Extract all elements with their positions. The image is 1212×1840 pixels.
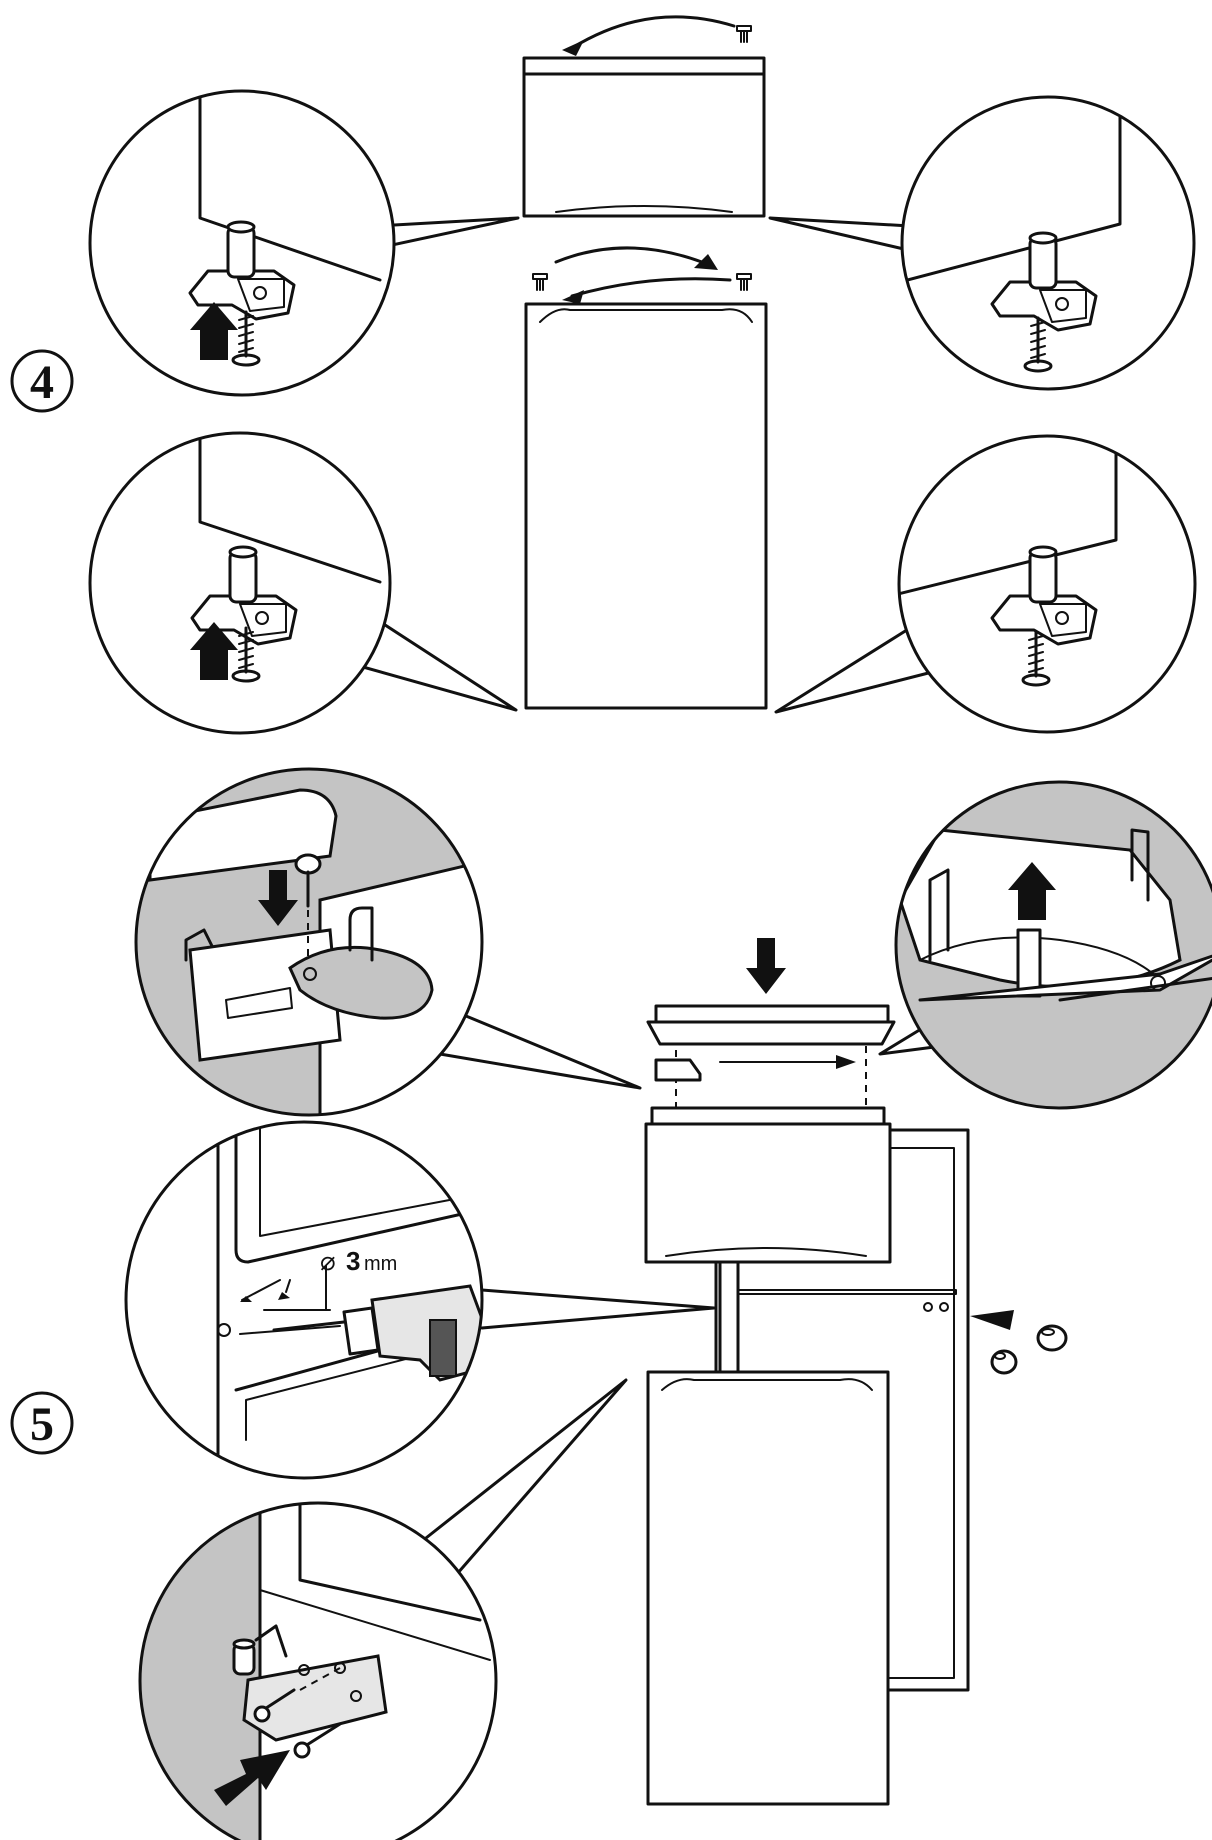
detail-circle-mid-right [897,434,1197,734]
step-5-group: ⌀ 3 mm [10,767,1212,1840]
step-4-number: 4 [30,356,54,409]
callout-pointer [336,608,518,712]
step-4-group: 4 [10,15,1197,735]
step-5-badge: 5 [10,1391,74,1455]
detail-circle-mid-left [88,431,392,735]
detail-circle-top-left [88,89,396,397]
detail-circle-bottom-hinge [138,1501,498,1840]
detail-circle-drilling: ⌀ 3 mm [124,1120,484,1480]
step4-pin-swap-arrows [532,246,752,304]
dimension-symbol: ⌀ [320,1246,336,1276]
callout-pointer [774,616,950,714]
step-5-number: 5 [30,1398,54,1451]
step5-freezer-door [644,1106,892,1264]
callout-pointer [438,1014,642,1090]
step-4-badge: 4 [10,349,74,413]
callout-pointer [878,1024,944,1056]
step5-fridge-door [646,1370,890,1806]
detail-circle-cut-tab [894,780,1212,1110]
detail-circle-hinge-plate [134,767,484,1117]
step4-freezer-door [522,15,766,218]
callout-pointer [424,1378,628,1584]
top-cover-plate [646,938,896,1110]
step4-fridge-door [524,302,768,710]
callout-pointer [768,216,912,252]
callout-pointer [374,216,520,250]
detail-circle-top-right [900,95,1196,391]
dimension-value: 3 [346,1246,360,1276]
door-gap-strip [718,1260,740,1374]
dimension-unit: mm [364,1253,397,1275]
callout-pointer [480,1288,716,1330]
